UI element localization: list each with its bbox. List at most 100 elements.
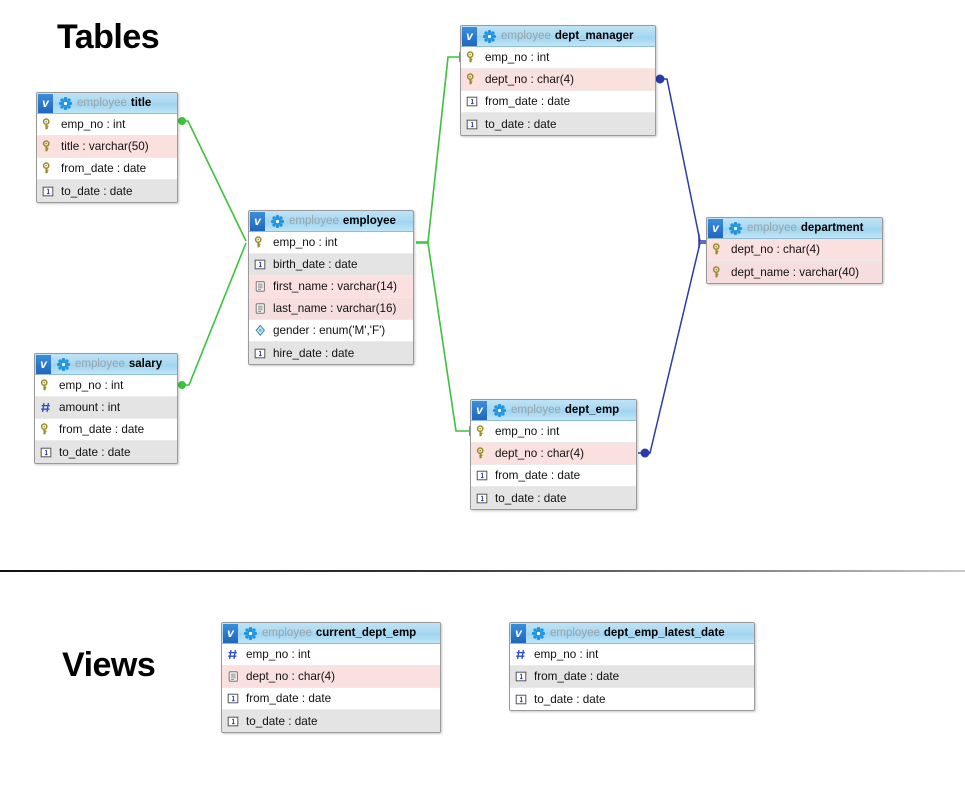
column-label: to_date : date bbox=[534, 692, 606, 706]
column-row[interactable]: emp_no : int bbox=[37, 114, 177, 136]
column-label: emp_no : int bbox=[534, 648, 599, 661]
date-icon bbox=[227, 716, 239, 726]
column-row[interactable]: from_date : date bbox=[37, 158, 177, 180]
gear-icon bbox=[59, 96, 72, 110]
date-icon bbox=[254, 348, 266, 358]
date-icon bbox=[42, 186, 54, 196]
column-row[interactable]: emp_no : int bbox=[35, 375, 177, 397]
column-row[interactable]: to_date : date bbox=[35, 441, 177, 463]
view-badge-icon: v bbox=[511, 623, 526, 643]
column-label: to_date : date bbox=[59, 445, 131, 459]
column-row[interactable]: first_name : varchar(14) bbox=[249, 276, 413, 298]
column-label: from_date : date bbox=[246, 692, 332, 705]
column-row[interactable]: emp_no : int bbox=[249, 232, 413, 254]
text-icon bbox=[255, 303, 265, 314]
gear-icon bbox=[532, 626, 545, 640]
column-row[interactable]: to_date : date bbox=[471, 487, 636, 509]
column-row[interactable]: last_name : varchar(16) bbox=[249, 298, 413, 320]
column-row[interactable]: to_date : date bbox=[510, 688, 754, 710]
column-row[interactable]: emp_no : int bbox=[510, 644, 754, 666]
view-badge-icon: v bbox=[38, 93, 53, 113]
column-row[interactable]: to_date : date bbox=[37, 180, 177, 202]
column-row[interactable]: dept_no : char(4) bbox=[222, 666, 440, 688]
column-row[interactable]: dept_name : varchar(40) bbox=[707, 261, 882, 283]
key-icon bbox=[42, 140, 50, 152]
gear-icon bbox=[244, 626, 257, 640]
column-row[interactable]: emp_no : int bbox=[471, 421, 636, 443]
column-row[interactable]: from_date : date bbox=[461, 91, 655, 113]
key-icon bbox=[40, 423, 48, 435]
key-icon bbox=[476, 425, 484, 437]
column-row[interactable]: birth_date : date bbox=[249, 254, 413, 276]
tables-section-title: Tables bbox=[57, 18, 160, 56]
key-icon bbox=[476, 447, 484, 459]
column-row[interactable]: dept_no : char(4) bbox=[707, 239, 882, 261]
entity-schema-label: employee bbox=[77, 97, 127, 109]
column-row[interactable]: gender : enum('M','F') bbox=[249, 320, 413, 342]
view-badge-icon: v bbox=[250, 211, 265, 231]
column-label: from_date : date bbox=[59, 423, 145, 436]
column-row[interactable]: emp_no : int bbox=[461, 47, 655, 69]
entity-schema-label: employee bbox=[550, 627, 600, 639]
column-row[interactable]: from_date : date bbox=[471, 465, 636, 487]
date-icon bbox=[476, 470, 488, 481]
column-row[interactable]: from_date : date bbox=[35, 419, 177, 441]
date-icon bbox=[466, 119, 478, 129]
column-row[interactable]: title : varchar(50) bbox=[37, 136, 177, 158]
views-section-title: Views bbox=[62, 646, 156, 684]
column-label: from_date : date bbox=[61, 162, 147, 175]
column-label: last_name : varchar(16) bbox=[273, 302, 397, 315]
column-row[interactable]: from_date : date bbox=[222, 688, 440, 710]
column-row[interactable]: to_date : date bbox=[461, 113, 655, 135]
date-icon bbox=[254, 259, 266, 270]
column-row[interactable]: dept_no : char(4) bbox=[471, 443, 636, 465]
gear-icon bbox=[729, 221, 742, 235]
column-row[interactable]: hire_date : date bbox=[249, 342, 413, 364]
view-badge-icon: v bbox=[36, 354, 51, 374]
date-icon bbox=[476, 493, 488, 503]
entity-schema-label: employee bbox=[262, 627, 312, 639]
key-icon bbox=[712, 243, 720, 255]
entity-name-label: title bbox=[130, 97, 152, 109]
column-label: from_date : date bbox=[495, 469, 581, 482]
column-label: emp_no : int bbox=[273, 236, 338, 249]
int-icon bbox=[41, 402, 50, 413]
column-row[interactable]: to_date : date bbox=[222, 710, 440, 732]
column-row[interactable]: emp_no : int bbox=[222, 644, 440, 666]
column-label: from_date : date bbox=[485, 95, 571, 108]
gear-icon bbox=[57, 357, 70, 371]
column-label: title : varchar(50) bbox=[61, 140, 149, 153]
column-label: dept_no : char(4) bbox=[731, 243, 821, 256]
entity-name-label: employee bbox=[342, 215, 396, 227]
column-label: emp_no : int bbox=[495, 425, 560, 438]
column-label: from_date : date bbox=[534, 670, 620, 683]
int-icon bbox=[228, 649, 237, 660]
column-label: emp_no : int bbox=[59, 379, 124, 392]
view-badge-icon: v bbox=[223, 623, 238, 643]
entity-schema-label: employee bbox=[511, 404, 561, 416]
column-row[interactable]: amount : int bbox=[35, 397, 177, 419]
column-row[interactable]: dept_no : char(4) bbox=[461, 69, 655, 91]
entity-schema-label: employee bbox=[747, 222, 797, 234]
gear-icon bbox=[271, 214, 284, 228]
view-badge-icon: v bbox=[462, 26, 477, 46]
column-row[interactable]: from_date : date bbox=[510, 666, 754, 688]
view-badge-icon: v bbox=[708, 218, 723, 238]
